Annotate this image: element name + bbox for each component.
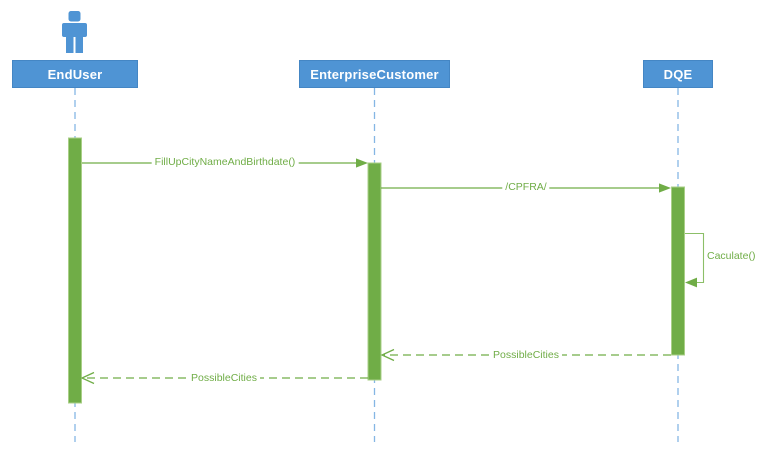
arrowhead-cpfra (659, 183, 671, 193)
participant-box-enduser: EndUser (12, 60, 138, 88)
self-loop-caculate (685, 232, 705, 284)
arrowhead-caculate (685, 277, 697, 288)
message-label-cpfra: /CPFRA/ (502, 181, 550, 193)
message-label-caculate: Caculate() (707, 250, 756, 262)
participant-box-enterprisecustomer: EnterpriseCustomer (299, 60, 450, 88)
arrowhead-possiblecities-2 (80, 371, 95, 385)
message-label-possiblecities-1: PossibleCities (490, 349, 562, 361)
arrowhead-possiblecities-1 (380, 348, 395, 362)
activation-enterprisecustomer (367, 162, 382, 381)
activation-enduser (68, 137, 82, 404)
actor-person-icon (62, 11, 87, 53)
message-label-possiblecities-2: PossibleCities (188, 372, 260, 384)
activation-dqe (671, 186, 685, 356)
arrowhead-fillupcity (356, 158, 368, 168)
message-label-fillupcity: FillUpCityNameAndBirthdate() (151, 156, 299, 168)
participant-box-dqe: DQE (643, 60, 713, 88)
